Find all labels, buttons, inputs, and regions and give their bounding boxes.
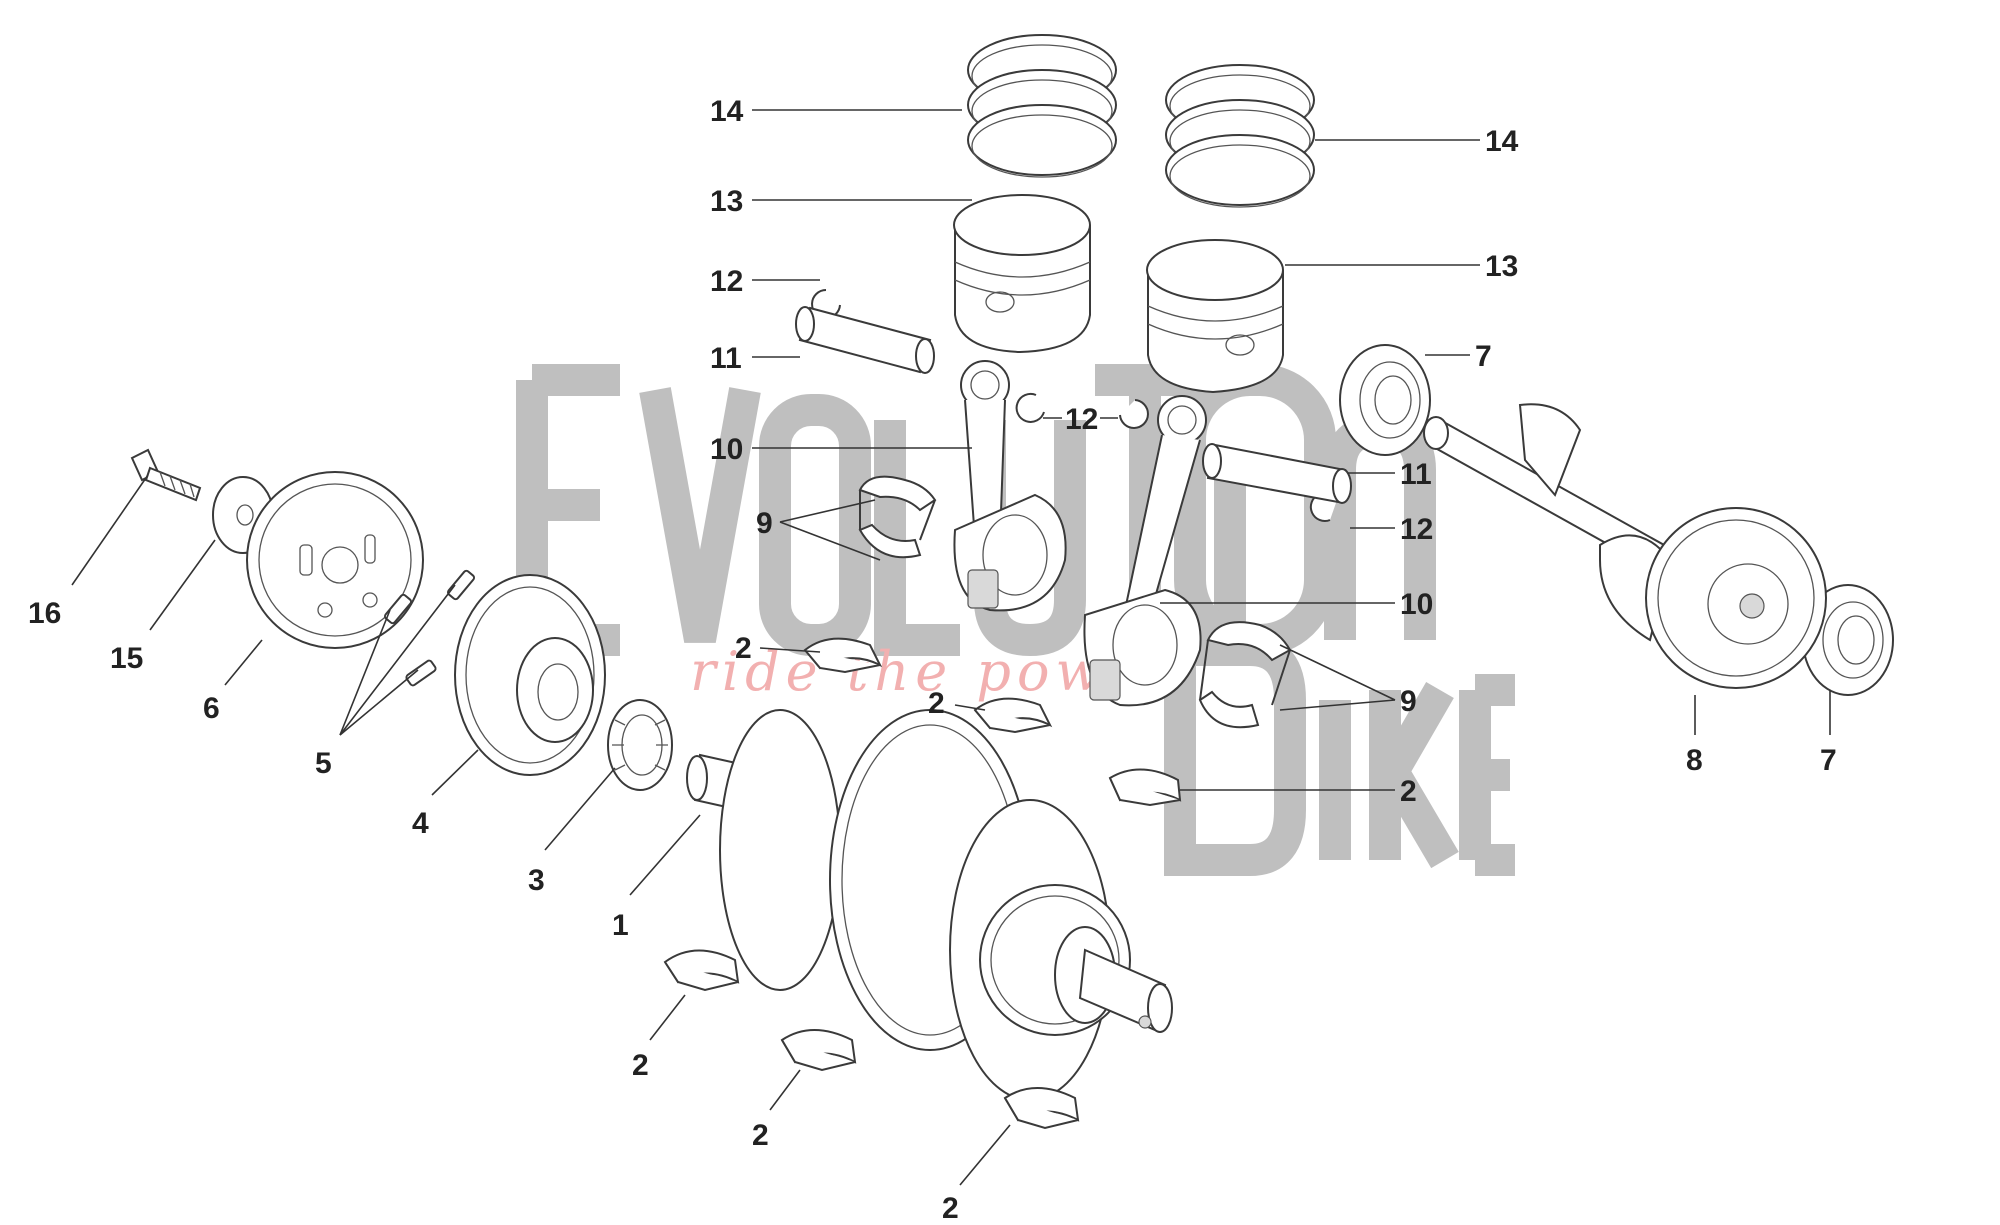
callout-11-right: 11 [1400, 458, 1432, 491]
needle-bearing [607, 699, 673, 791]
connecting-rod-left [953, 360, 1067, 612]
bolt [130, 448, 202, 502]
conrod-bearing-left [858, 475, 937, 559]
ball-bearing-top [1339, 344, 1431, 456]
connecting-rod-right [1083, 395, 1207, 707]
main-bearing-shell-1 [803, 637, 883, 674]
callout-9-left: 9 [756, 507, 773, 540]
callout-13-left: 13 [710, 185, 743, 218]
circlip-center-a [1015, 392, 1045, 423]
damper-springs [383, 569, 476, 687]
callout-2-e: 2 [752, 1119, 769, 1152]
piston-pin-left [795, 306, 935, 374]
callout-12-left: 12 [710, 265, 743, 298]
balance-shaft [1423, 403, 1827, 689]
conrod-bearing-right [1198, 621, 1292, 729]
main-bearing-shell-3 [1108, 768, 1182, 807]
callout-5: 5 [315, 747, 332, 780]
piston-rings-right [1165, 64, 1315, 208]
callout-2-c: 2 [1400, 775, 1417, 808]
circlip-center-b [1119, 399, 1149, 429]
callout-2-f: 2 [942, 1192, 959, 1220]
callout-12-center: 12 [1065, 403, 1098, 436]
callout-4: 4 [412, 807, 429, 840]
main-bearing-shell-2 [973, 697, 1053, 734]
piston-pin-right [1202, 443, 1352, 504]
piston-right [1146, 239, 1284, 394]
parts-artwork [130, 34, 1894, 1130]
main-bearing-shell-5 [780, 1029, 857, 1072]
main-bearing-shell-4 [663, 949, 740, 992]
callout-6: 6 [203, 692, 220, 725]
callout-2-d: 2 [632, 1049, 649, 1082]
callout-2-a: 2 [735, 632, 752, 665]
callout-10-left: 10 [710, 433, 743, 466]
callout-11-left: 11 [710, 342, 742, 375]
gear-hub [454, 574, 606, 776]
callout-7-bottom: 7 [1820, 744, 1837, 777]
callout-8: 8 [1686, 744, 1703, 777]
callout-12-right: 12 [1400, 513, 1433, 546]
main-bearing-shell-6 [1003, 1087, 1080, 1130]
callout-14-left: 14 [710, 95, 744, 128]
callout-7-top: 7 [1475, 340, 1492, 373]
callout-14-right: 14 [1485, 125, 1519, 158]
callout-10-right: 10 [1400, 588, 1433, 621]
watermark: ride the power [516, 364, 1515, 876]
callout-2-b: 2 [928, 687, 945, 720]
piston-left [953, 194, 1091, 354]
crankshaft [686, 709, 1173, 1101]
leader-lines [71, 109, 1831, 1186]
callout-15: 15 [110, 642, 143, 675]
callout-13-right: 13 [1485, 250, 1518, 283]
callout-3: 3 [528, 864, 545, 897]
piston-rings-left [967, 34, 1117, 178]
callout-9-right: 9 [1400, 685, 1417, 718]
gear-large [246, 471, 424, 649]
callout-labels: 14 14 13 13 12 12 12 11 11 10 10 9 9 7 7… [28, 95, 1837, 1225]
callout-1: 1 [612, 909, 629, 942]
callout-16: 16 [28, 597, 61, 630]
